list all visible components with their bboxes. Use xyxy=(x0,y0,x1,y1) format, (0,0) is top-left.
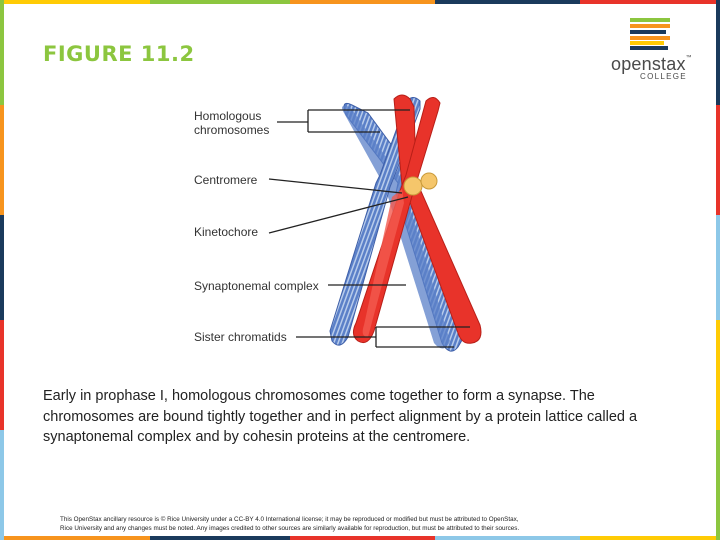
border-segment xyxy=(716,0,720,105)
leader-lines xyxy=(268,109,470,348)
label-synaptonemal-complex: Synaptonemal complex xyxy=(194,279,319,293)
border-segment xyxy=(150,0,290,4)
border-segment xyxy=(290,0,435,4)
logo-stripe xyxy=(630,41,664,45)
border-segment xyxy=(0,0,4,105)
border-segment xyxy=(435,536,580,540)
footer-line: Rice University and any changes must be … xyxy=(60,525,520,532)
logo-wordmark: openstax™ xyxy=(611,54,692,74)
border-segment xyxy=(716,320,720,430)
figure-title: FIGURE 11.2 xyxy=(43,42,195,66)
centromere-blobs xyxy=(403,172,438,196)
logo-subtitle: COLLEGE xyxy=(640,72,687,81)
label-centromere: Centromere xyxy=(194,173,258,187)
license-footer: This OpenStax ancillary resource is © Ri… xyxy=(60,515,670,533)
kinetochore-leader xyxy=(268,196,409,234)
border-segment xyxy=(716,430,720,540)
label-kinetochore: Kinetochore xyxy=(194,225,259,239)
border-segment xyxy=(716,105,720,215)
red-chromatids xyxy=(352,94,482,344)
border-segment xyxy=(150,536,290,540)
logo-stripe xyxy=(630,36,670,40)
label-sister-chromatids: Sister chromatids xyxy=(194,330,287,344)
figure-caption: Early in prophase I, homologous chromoso… xyxy=(43,388,638,445)
chromosome-illustration xyxy=(268,94,482,352)
logo-stripe xyxy=(630,46,668,50)
border-segment xyxy=(0,320,4,430)
border-segment xyxy=(0,0,150,4)
centromere-leader xyxy=(268,178,403,194)
logo-stripe xyxy=(630,24,670,28)
openstax-logo: openstax™ COLLEGE xyxy=(608,16,708,81)
border-segment xyxy=(0,105,4,215)
logo-stripe xyxy=(630,18,670,22)
border-segment xyxy=(580,0,720,4)
logo-stripe xyxy=(630,30,666,34)
footer-line: This OpenStax ancillary resource is © Ri… xyxy=(60,516,519,523)
border-segment xyxy=(0,430,4,540)
border-segment xyxy=(0,536,150,540)
border-segment xyxy=(580,536,720,540)
border-segment xyxy=(290,536,435,540)
border-segment xyxy=(0,215,4,320)
border-segment xyxy=(716,215,720,320)
border-segment xyxy=(435,0,580,4)
